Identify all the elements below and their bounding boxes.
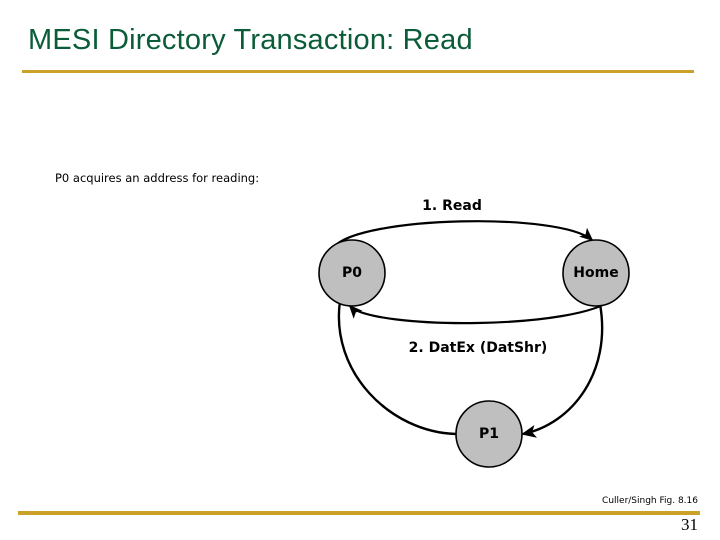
footer-divider xyxy=(18,511,700,515)
edge-label-datex: 2. DatEx (DatShr) xyxy=(408,340,548,356)
node-p0 xyxy=(318,239,386,307)
edge-p0-to-p1-curve xyxy=(337,300,457,436)
page-number: 31 xyxy=(681,515,698,534)
edge-home-to-p1-arrow xyxy=(521,303,604,438)
edge-read-arrow xyxy=(333,220,594,248)
title-divider xyxy=(22,70,694,73)
edge-datex-arrow xyxy=(348,297,615,325)
node-p1 xyxy=(455,400,523,468)
page-title: MESI Directory Transaction: Read xyxy=(28,24,473,56)
caption-text: P0 acquires an address for reading: xyxy=(55,171,260,185)
footer-credit: Culler/Singh Fig. 8.16 xyxy=(602,496,698,506)
node-home xyxy=(562,239,630,307)
edge-label-read: 1. Read xyxy=(422,198,482,214)
